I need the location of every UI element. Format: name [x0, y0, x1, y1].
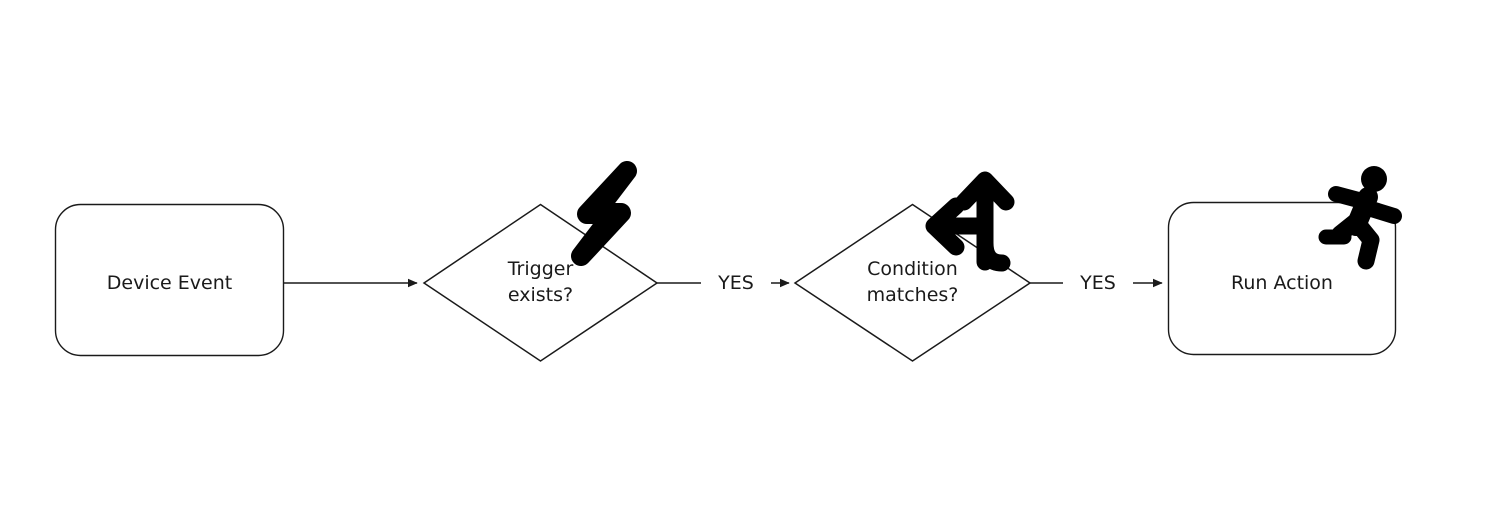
node-device-event-shape[interactable] — [54, 203, 285, 357]
lightning-bolt-icon — [571, 161, 637, 266]
node-trigger-exists-shape[interactable] — [422, 203, 659, 362]
node-condition-matches-shape[interactable] — [793, 203, 1032, 362]
edge-label-trigger-to-condition: YES — [701, 272, 771, 294]
edge-label-condition-to-action: YES — [1063, 272, 1133, 294]
running-person-icon — [1318, 166, 1402, 270]
fork-arrow-icon — [925, 171, 1015, 272]
